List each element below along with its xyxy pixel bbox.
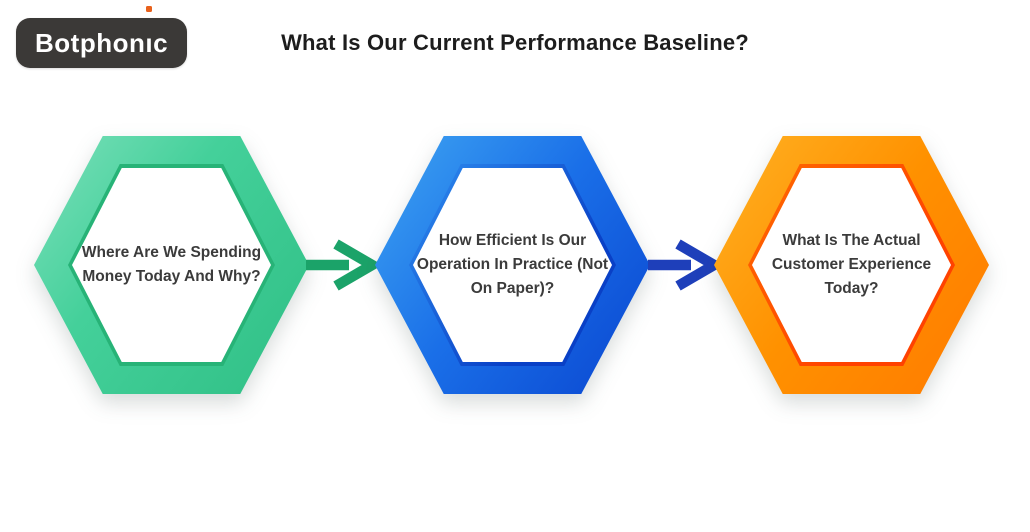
step-label-2: How Efficient Is Our Operation In Practi… [416, 231, 609, 297]
hexagon-step-1: Where Are We Spending Money Today And Wh… [34, 136, 309, 394]
step-label-1: Where Are We Spending Money Today And Wh… [81, 243, 262, 285]
step-label-3: What Is The Actual Customer Experience T… [771, 231, 932, 297]
hexagon-label-area: What Is The Actual Customer Experience T… [752, 168, 951, 362]
flow-arrow-icon-2 [648, 239, 720, 291]
flow-arrow-icon-1 [306, 239, 378, 291]
hexagon-step-3: What Is The Actual Customer Experience T… [714, 136, 989, 394]
page-title: What Is Our Current Performance Baseline… [281, 30, 749, 55]
hexagon-step-2: How Efficient Is Our Operation In Practi… [375, 136, 650, 394]
